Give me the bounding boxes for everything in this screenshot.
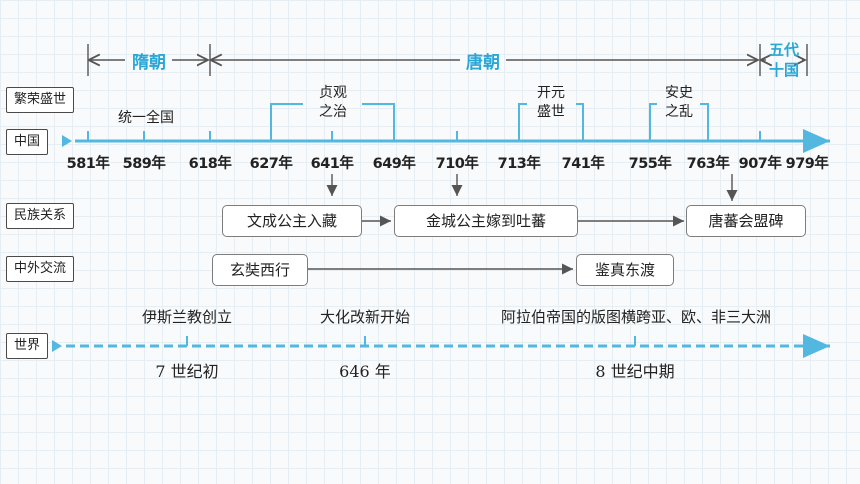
year-label: 713年 — [497, 156, 541, 172]
event-box-xuanzang: 玄奘西行 — [212, 254, 308, 286]
dynasty-brackets — [87, 44, 808, 76]
event-box-wencheng: 文成公主入藏 — [222, 205, 362, 237]
year-label: 589年 — [122, 156, 166, 172]
dynasty-sui: 隋朝 — [132, 53, 166, 73]
year-label: 641年 — [310, 156, 354, 172]
kaiyuan-line2: 盛世 — [537, 104, 565, 120]
zhenguan-line1: 贞观 — [319, 85, 347, 101]
year-to-event-arrows — [308, 174, 738, 275]
world-ticks — [186, 336, 636, 346]
world-event-time: 8 世纪中期 — [595, 362, 675, 381]
world-event-time: 7 世纪初 — [155, 362, 219, 381]
year-label: 618年 — [188, 156, 232, 172]
year-label: 627年 — [249, 156, 293, 172]
world-row-pointer — [52, 340, 62, 352]
period-unification: 统一全国 — [118, 110, 174, 126]
period-brackets — [270, 103, 709, 138]
axis-ticks — [87, 131, 808, 141]
dynasty-five-dynasties: 五代 十国 — [764, 40, 804, 80]
world-event: 伊斯兰教创立 — [141, 308, 232, 326]
event-box-jianzhen: 鉴真东渡 — [576, 254, 674, 286]
world-event-time: 646 年 — [339, 362, 391, 381]
year-label: 710年 — [435, 156, 479, 172]
china-row-pointer — [62, 135, 72, 147]
world-event: 阿拉伯帝国的版图横跨亚、欧、非三大洲 — [500, 308, 771, 326]
row-label-foreign: 中外交流 — [6, 256, 75, 282]
year-label: 581年 — [66, 156, 110, 172]
year-label: 755年 — [628, 156, 672, 172]
year-label: 763年 — [686, 156, 730, 172]
kaiyuan-line1: 开元 — [537, 85, 565, 101]
anshi-line1: 安史 — [665, 85, 693, 101]
world-event: 大化改新开始 — [319, 308, 410, 326]
dynasty-tang: 唐朝 — [466, 53, 500, 73]
event-box-jincheng: 金城公主嫁到吐蕃 — [394, 205, 578, 237]
zhenguan-line2: 之治 — [319, 104, 347, 120]
five-dynasties-line2: 十国 — [768, 61, 799, 79]
event-box-alliance: 唐蕃会盟碑 — [686, 205, 806, 237]
row-label-china: 中国 — [6, 129, 49, 155]
row-label-ethnic: 民族关系 — [6, 203, 75, 229]
year-label: 741年 — [561, 156, 605, 172]
year-label: 649年 — [372, 156, 416, 172]
year-label: 907年 — [738, 156, 782, 172]
period-anshi: 安史 之乱 — [654, 84, 704, 122]
period-zhenguan: 贞观 之治 — [304, 84, 362, 122]
row-label-world: 世界 — [6, 333, 49, 359]
row-label-prosperity: 繁荣盛世 — [6, 87, 75, 113]
five-dynasties-line1: 五代 — [768, 41, 799, 59]
anshi-line2: 之乱 — [665, 104, 693, 120]
year-label: 979年 — [785, 156, 829, 172]
period-kaiyuan: 开元 盛世 — [526, 84, 576, 122]
